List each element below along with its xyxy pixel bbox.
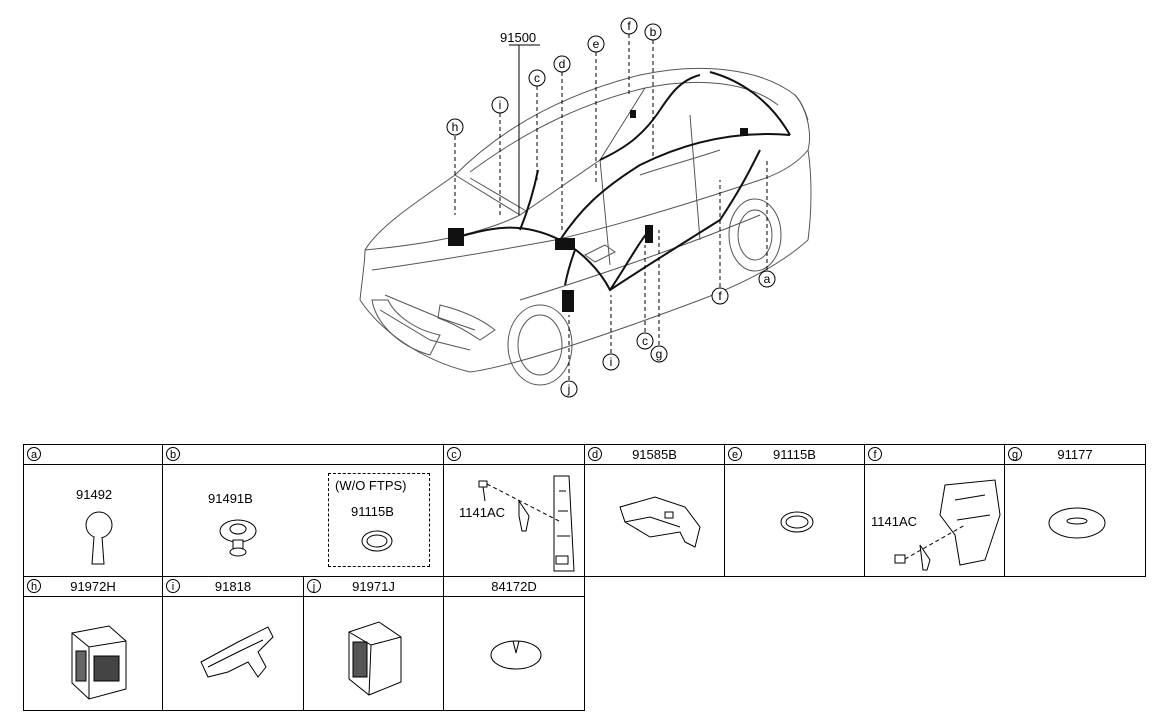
svg-text:d: d <box>559 57 566 71</box>
grommet-illustration <box>85 511 113 565</box>
part-label: 1141AC <box>871 514 918 529</box>
main-part-number: 91500 <box>500 30 536 45</box>
part-cell-f: f 1141AC <box>864 444 1005 577</box>
svg-text:h: h <box>452 120 459 134</box>
part-number: 91818 <box>214 579 252 594</box>
svg-text:i: i <box>499 98 502 112</box>
callout-c-top <box>528 69 546 87</box>
callout-c-bottom <box>636 332 654 350</box>
harness-connectors <box>448 110 748 312</box>
part-cell-b: b 91491B (W/O FTPS) 91115B <box>162 444 444 577</box>
callout-b <box>644 23 662 41</box>
part-cell-e: e 91115B <box>724 444 865 577</box>
cell-letter: e <box>728 447 742 461</box>
cell-letter: g <box>1008 447 1022 461</box>
cell-letter: b <box>166 447 180 461</box>
part-label: 91491B <box>208 491 253 506</box>
callout-d <box>553 55 571 73</box>
cell-letter: a <box>27 447 41 461</box>
variant-box: (W/O FTPS) 91115B <box>328 473 430 567</box>
svg-text:a: a <box>764 272 771 286</box>
cell-letter: i <box>166 579 180 593</box>
protector-illustration <box>619 496 701 548</box>
callout-f-bottom <box>711 287 729 305</box>
part-cell-g: g 91177 <box>1004 444 1146 577</box>
part-number: 91177 <box>1057 447 1093 462</box>
variant-note: (W/O FTPS) <box>335 478 407 493</box>
part-label: 91115B <box>351 504 394 519</box>
callout-i-bottom <box>602 353 620 371</box>
car-body-outline <box>359 67 812 386</box>
part-cell-j: j 91971J <box>303 576 444 711</box>
cell-letter: h <box>27 579 41 593</box>
part-cell-84172d: 84172D <box>443 576 585 711</box>
leader-lines <box>454 34 768 380</box>
part-cell-a: a 91492 <box>23 444 163 577</box>
cell-letter: f <box>868 447 882 461</box>
cell-letter: c <box>447 447 461 461</box>
connector-illustration <box>71 625 127 700</box>
part-cell-c: c 1141AC <box>443 444 585 577</box>
part-number: 91972H <box>70 579 116 594</box>
plug-illustration <box>1048 507 1106 539</box>
callout-f-top <box>620 17 638 35</box>
part-number: 84172D <box>491 579 537 594</box>
callout-g <box>650 345 668 363</box>
callout-h <box>446 118 464 136</box>
part-cell-i: i 91818 <box>162 576 304 711</box>
callout-i-top <box>491 96 509 114</box>
callout-j <box>560 380 578 398</box>
part-cell-h: h 91972H <box>23 576 163 711</box>
ground-bolt-illustration <box>478 475 575 572</box>
svg-text:g: g <box>656 347 663 361</box>
part-label: 91492 <box>76 487 113 502</box>
part-cell-d: d 91585B <box>584 444 725 577</box>
part-number: 91585B <box>632 447 677 462</box>
part-number: 91971J <box>352 579 395 594</box>
pad-illustration <box>490 640 542 670</box>
svg-text:b: b <box>650 25 657 39</box>
cell-letter: j <box>307 579 321 593</box>
svg-text:e: e <box>593 37 600 51</box>
callout-markers <box>446 17 776 398</box>
svg-text:c: c <box>534 71 540 85</box>
grommet-illustration <box>219 519 257 557</box>
connector-illustration <box>348 621 402 696</box>
callout-e <box>587 35 605 53</box>
svg-text:f: f <box>627 19 631 33</box>
svg-text:f: f <box>718 289 722 303</box>
callout-a <box>758 270 776 288</box>
svg-text:c: c <box>642 334 648 348</box>
callout-letters: h i c d e f b a f c g i j <box>452 19 771 396</box>
ground-bolt-illustration <box>894 479 1001 571</box>
car-wiring-diagram: 91500 h i c d e f b a f c g i j <box>359 17 812 398</box>
part-label: 1141AC <box>459 505 506 520</box>
protector-illustration <box>200 626 274 678</box>
cell-letter: d <box>588 447 602 461</box>
grommet-illustration <box>780 511 814 533</box>
part-number: 91115B <box>773 447 816 462</box>
svg-text:i: i <box>610 355 613 369</box>
svg-text:j: j <box>567 382 571 396</box>
grommet-illustration <box>361 530 393 552</box>
